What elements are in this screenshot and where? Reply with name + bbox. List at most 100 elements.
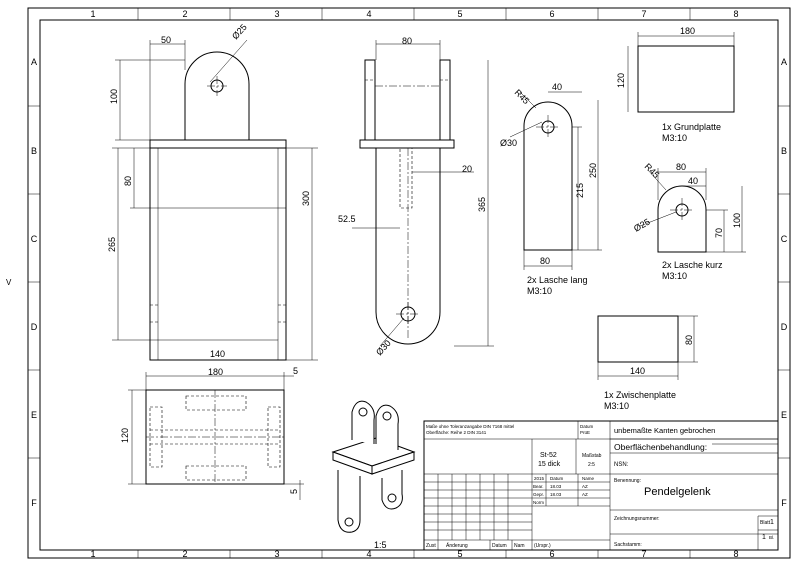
- row-label-left: F: [31, 498, 37, 508]
- row-label-left: D: [31, 322, 38, 332]
- drawing-number-label: Zeichnungsnummer:: [614, 516, 660, 522]
- col-ursprung: (Urspr.): [534, 543, 551, 549]
- col-label-top: 4: [366, 9, 371, 19]
- name-col: Name: [582, 476, 595, 481]
- col-label-bottom: 6: [549, 549, 554, 559]
- sheets-value: 1: [762, 534, 766, 541]
- gepr-name: AZ: [582, 492, 588, 497]
- inner-frame: [39, 19, 779, 551]
- surface-treatment-label: Oberflächenbehandlung:: [614, 442, 707, 452]
- part-title: 1x Zwischenplatte: [604, 390, 676, 400]
- col-label-bottom: 2: [182, 549, 187, 559]
- year: 2015: [534, 476, 545, 481]
- row-label-right: F: [781, 498, 787, 508]
- row-bear: Bear.: [533, 484, 544, 489]
- dim-label: R45: [643, 161, 662, 180]
- designation-label: Benennung:: [614, 478, 641, 484]
- scale-label: Maßstab: [582, 453, 602, 459]
- row-norm: Norm: [533, 500, 544, 505]
- col-name: Nam: [514, 543, 525, 549]
- part-scale: M3:10: [662, 133, 687, 143]
- dim-label: 100: [732, 213, 742, 228]
- dim-label: 140: [210, 349, 225, 359]
- col-label-top: 3: [274, 9, 279, 19]
- bear-date: 18.03: [550, 484, 562, 489]
- col-label-bottom: 4: [366, 549, 371, 559]
- surface-note: Oberfläche: Reihe 2 DIN 3141: [426, 430, 487, 435]
- edges-note: unbemaßte Kanten gebrochen: [614, 426, 715, 435]
- dim-label: 80: [676, 162, 686, 172]
- col-label-top: 8: [733, 9, 738, 19]
- row-label-left: E: [31, 410, 37, 420]
- dim-label: 70: [714, 228, 724, 238]
- dim-label: 140: [630, 366, 645, 376]
- col-label-bottom: 3: [274, 549, 279, 559]
- dim-label: Ø30: [500, 138, 517, 148]
- replaces-label: Sachstamm:: [614, 542, 642, 548]
- datum-col: Datum: [550, 476, 564, 481]
- tolerance-note: Maße ohne Toleranzangabe DIN 7168 mittel: [426, 424, 514, 429]
- row-gepr: Gepr.: [533, 492, 544, 497]
- part-title: 2x Lasche lang: [527, 275, 588, 285]
- row-label-left: C: [31, 234, 38, 244]
- col-datum: Datum: [492, 543, 507, 549]
- sheets-suffix: Bl.: [769, 535, 774, 540]
- sheet-value: 1: [770, 519, 774, 526]
- dim-label: 5: [293, 366, 298, 376]
- dim-label: 365: [477, 197, 487, 212]
- part-scale: M3:10: [662, 271, 687, 281]
- col-label-bottom: 1: [90, 549, 95, 559]
- row-label-right: D: [781, 322, 788, 332]
- col-label-top: 6: [549, 9, 554, 19]
- part-title: 1x Grundplatte: [662, 122, 721, 132]
- dim-label: 120: [120, 428, 130, 443]
- side-mark: V: [6, 278, 12, 287]
- dim-label: 20: [462, 164, 472, 174]
- part-grundplatte: 180 120 1x Grundplatte M3:10: [616, 26, 735, 143]
- col-zust: Zust: [426, 543, 436, 549]
- nsn-label: NSN:: [614, 462, 629, 468]
- part-title: 2x Lasche kurz: [662, 260, 723, 270]
- col-label-top: 1: [90, 9, 95, 19]
- scale-value: 2:5: [588, 462, 595, 468]
- grid-ticks: [28, 8, 790, 558]
- dim-label: 250: [588, 163, 598, 178]
- dim-label: 50: [161, 35, 171, 45]
- dim-label: 100: [109, 89, 119, 104]
- dim-label: 80: [402, 36, 412, 46]
- row-label-right: B: [781, 146, 787, 156]
- col-label-bottom: 5: [457, 549, 462, 559]
- col-label-top: 5: [457, 9, 462, 19]
- dim-label: 300: [301, 191, 311, 206]
- row-label-left: B: [31, 146, 37, 156]
- row-label-right: E: [781, 410, 787, 420]
- row-label-right: C: [781, 234, 788, 244]
- iso-view: 1:5: [331, 400, 416, 550]
- designation: Pendelgelenk: [644, 486, 711, 498]
- col-label-bottom: 7: [641, 549, 646, 559]
- dim-label: 80: [684, 335, 694, 345]
- part-scale: M3:10: [604, 401, 629, 411]
- thickness: 15 dick: [538, 461, 561, 468]
- row-label-left: A: [31, 57, 37, 67]
- dim-label: 180: [208, 367, 223, 377]
- date-label: Datum: [580, 424, 594, 429]
- dim-label: 120: [616, 73, 626, 88]
- dim-label: 40: [688, 176, 698, 186]
- bear-name: AZ: [582, 484, 588, 489]
- part-lasche-lang: R45 40 Ø30 215 250 80 2x Lasche lang M3:…: [500, 82, 602, 296]
- col-label-top: 2: [182, 9, 187, 19]
- part-scale: M3:10: [527, 286, 552, 296]
- dim-label: 80: [540, 256, 550, 266]
- date-value: PrüE: [580, 430, 590, 435]
- part-lasche-kurz: R45 80 40 Ø25 70 100 2x Lasche kurz M3:1…: [632, 161, 746, 281]
- row-label-right: A: [781, 57, 787, 67]
- dim-label: 80: [123, 176, 133, 186]
- iso-scale: 1:5: [374, 540, 387, 550]
- dim-label: 52.5: [338, 214, 356, 224]
- title-block: Maße ohne Toleranzangabe DIN 7168 mittel…: [423, 420, 779, 551]
- front-view: 50 Ø25 100 80 300 265 140: [107, 22, 318, 361]
- dim-label: R45: [513, 87, 532, 106]
- col-label-bottom: 8: [733, 549, 738, 559]
